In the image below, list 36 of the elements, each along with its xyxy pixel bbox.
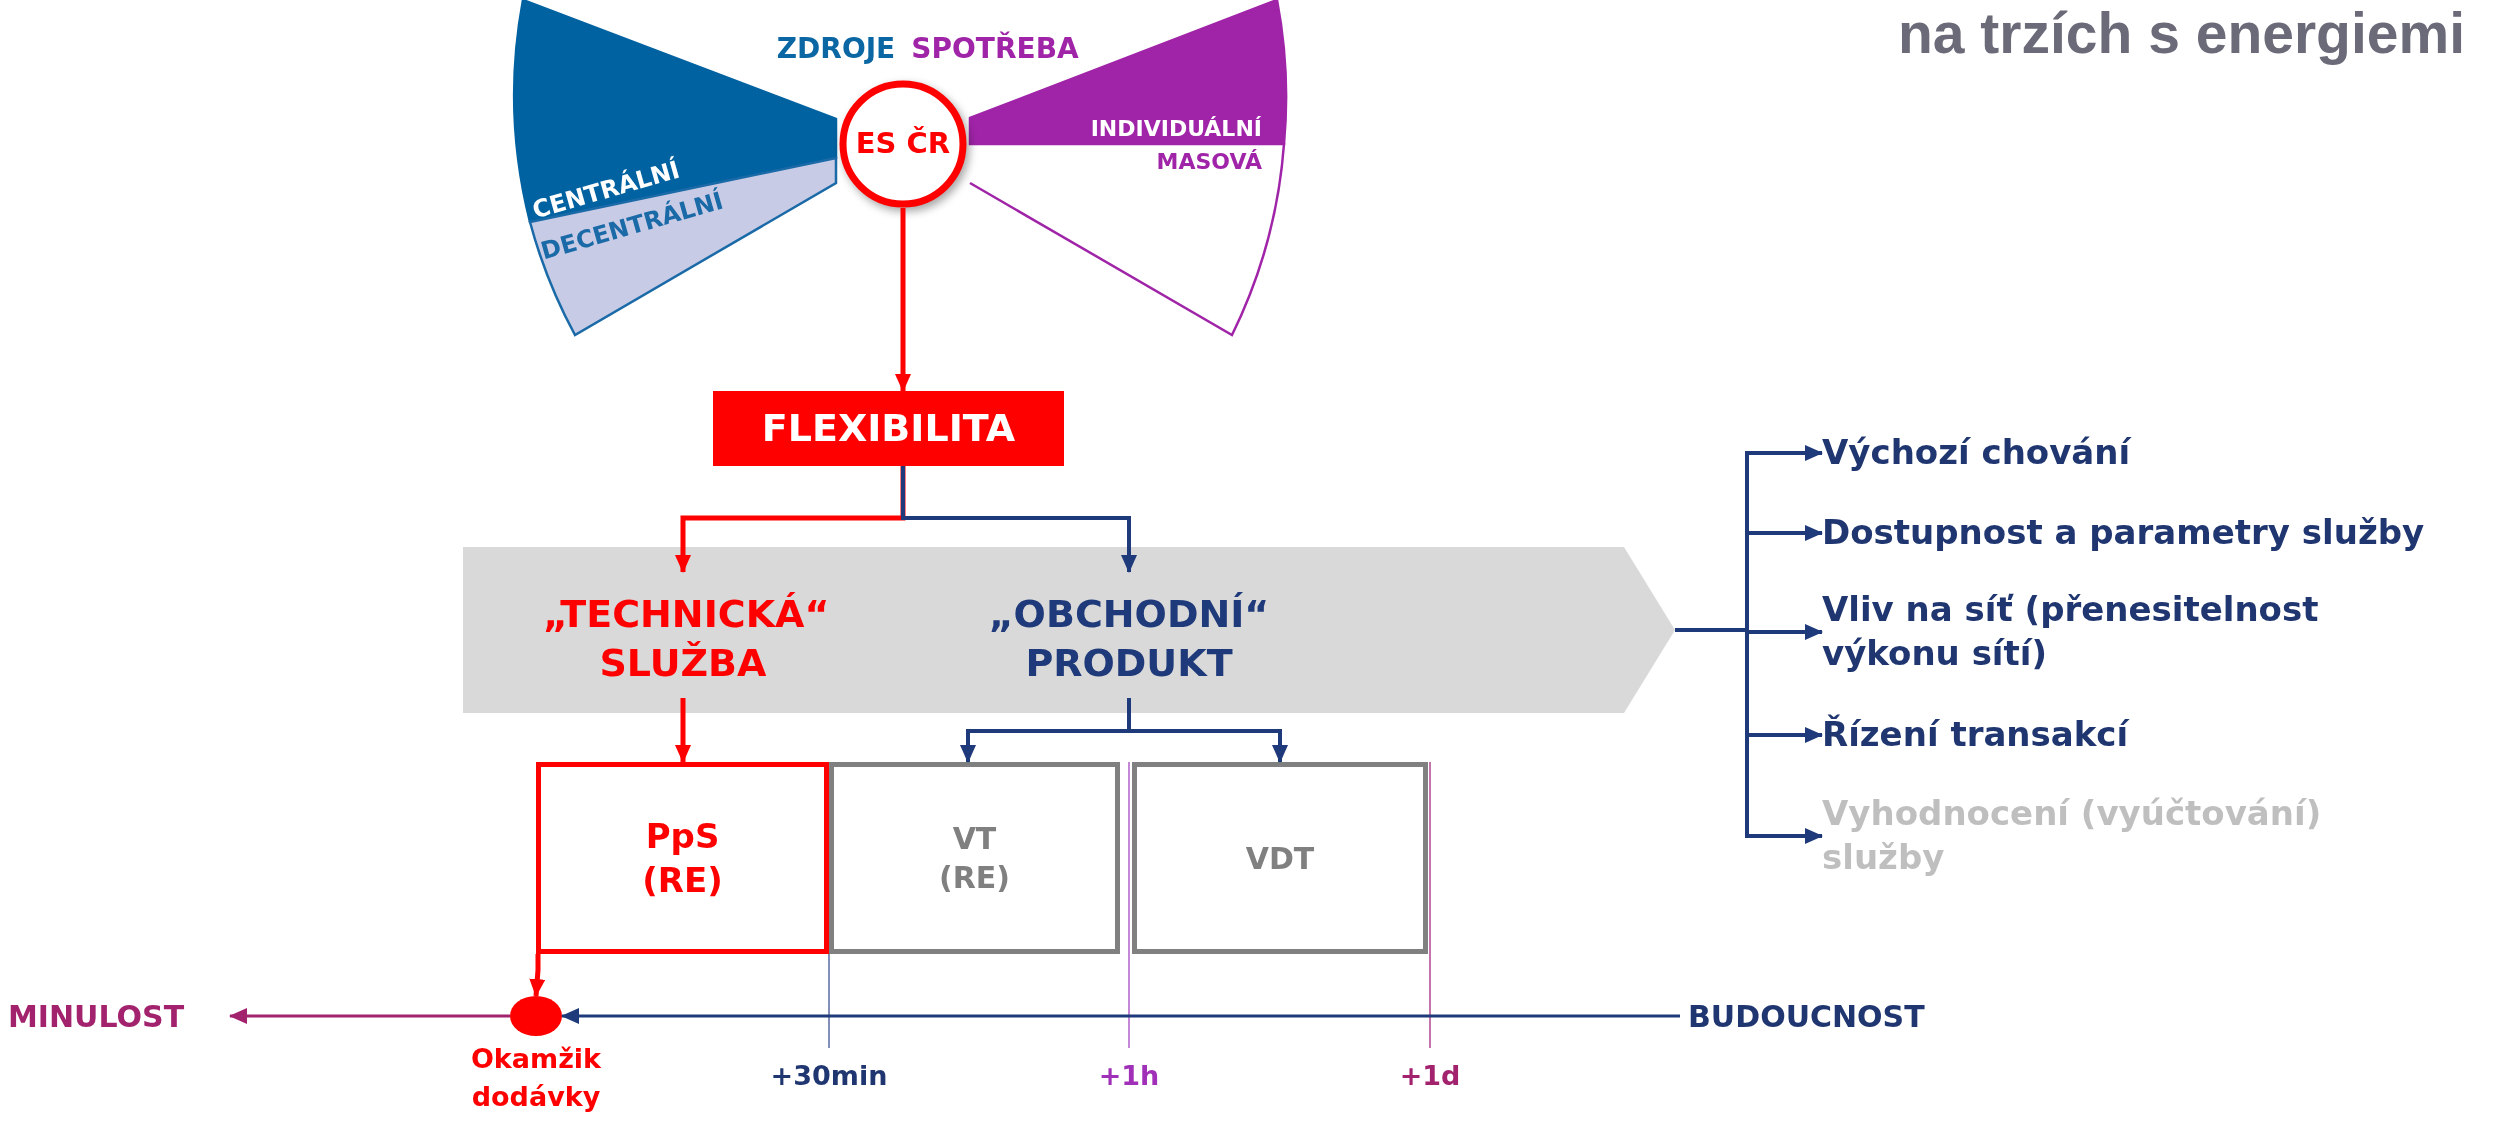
connector-arrow xyxy=(675,698,691,763)
segment-label: INDIVIDUÁLNÍ xyxy=(1090,115,1262,141)
connector-arrow xyxy=(561,1008,1680,1024)
tick-label: +1d xyxy=(1399,1059,1461,1091)
list-item: Vyhodnocení (vyúčtování) služby xyxy=(1822,792,2323,880)
list-item: Dostupnost a parametry služby xyxy=(1822,511,2426,554)
node-label: FLEXIBILITA xyxy=(761,404,1016,452)
heading-label: SPOTŘEBA xyxy=(911,31,1079,65)
connector-arrow xyxy=(229,1008,510,1024)
node-caption: Okamžik dodávky xyxy=(469,1042,603,1114)
chevron-band xyxy=(463,547,1675,713)
heading-label: ZDROJE xyxy=(776,31,896,65)
tick-label: +1h xyxy=(1098,1059,1160,1091)
highlight-box xyxy=(713,391,1064,466)
connector-arrow xyxy=(895,208,911,392)
list-item: Řízení transakcí xyxy=(1822,713,2131,756)
connector-arrow xyxy=(1675,628,1823,844)
slide-title: na trzích s energiemi xyxy=(1897,0,2465,66)
connector-arrow xyxy=(675,466,906,573)
node-label: VT (RE) xyxy=(938,820,1011,897)
timeline-label: BUDOUCNOST xyxy=(1688,997,1925,1036)
time-box xyxy=(536,762,829,954)
time-box xyxy=(829,762,1120,954)
connector-arrow xyxy=(529,954,546,997)
node-label: VDT xyxy=(1244,839,1316,878)
connector-arrow xyxy=(901,466,1137,573)
list-item: Vliv na síť (přenesitelnost výkonu sítí) xyxy=(1822,588,2320,676)
time-box xyxy=(1132,762,1428,954)
timeline-label: MINULOST xyxy=(8,997,185,1036)
list-item: Výchozí chování xyxy=(1822,431,2133,474)
tick-label: +30min xyxy=(770,1059,888,1091)
segment-label: MASOVÁ xyxy=(1156,148,1262,174)
node-label: ES ČR xyxy=(855,125,951,163)
node-label: PpS (RE) xyxy=(641,814,724,902)
center-circle xyxy=(839,80,967,208)
node-label: „OBCHODNÍ“ PRODUKT xyxy=(987,591,1271,688)
